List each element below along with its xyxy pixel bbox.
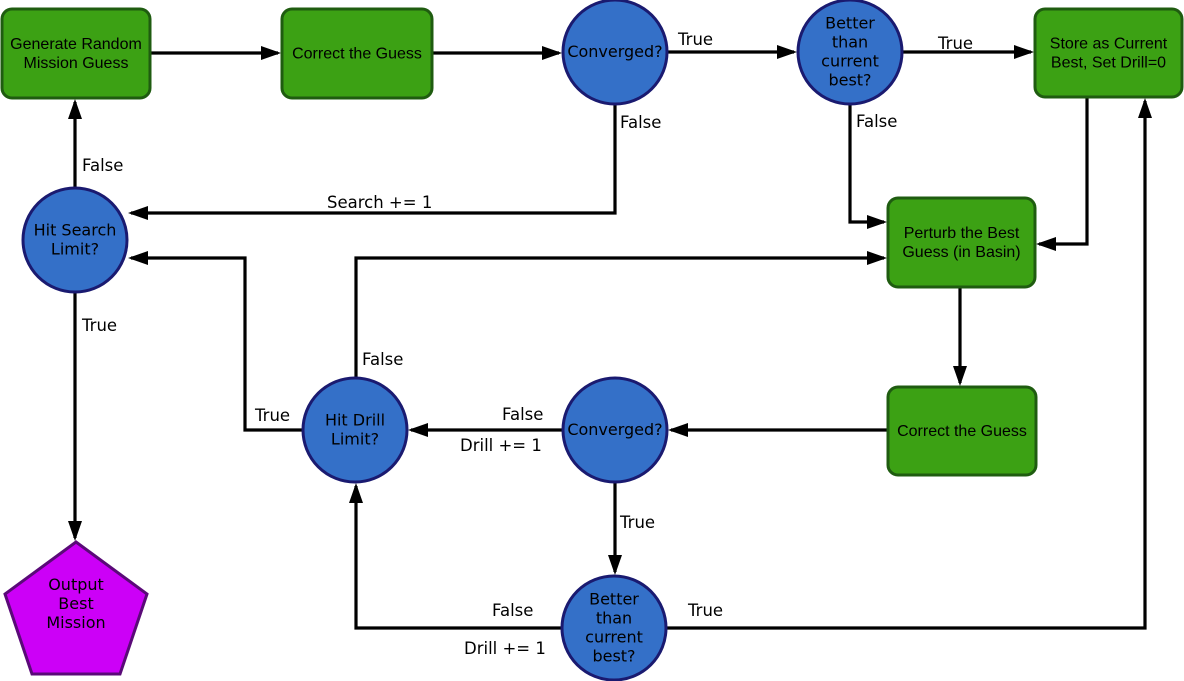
node-label-line: best? (592, 647, 635, 666)
decision-circle-better-than-current-best-top (796, 0, 904, 106)
node-correct-the-guess-top: Correct the Guess (280, 7, 434, 100)
edge-better-false-to-perturb (848, 104, 887, 229)
decision-circle-converged-top (561, 0, 669, 106)
edge-label-false-converged-bottom: False (502, 405, 543, 424)
node-label-line: than (596, 609, 632, 628)
edge-label-false-hit-search: False (82, 156, 123, 175)
node-label-line: Store as Current (1050, 36, 1168, 53)
node-label-correct-the-guess-bottom: Correct the Guess (897, 423, 1027, 440)
edge-label-true-hit-search: True (81, 316, 117, 335)
process-box-perturb-the-best-guess (886, 196, 1037, 289)
node-label-line: Correct the Guess (897, 423, 1027, 440)
edge-hit-drill-true-to-hit-search (128, 251, 303, 432)
node-label-line: Correct the Guess (292, 46, 422, 63)
edge-store-down-to-perturb (1036, 97, 1089, 251)
node-correct-the-guess-bottom: Correct the Guess (886, 385, 1038, 477)
node-label-line: Generate Random (10, 36, 142, 53)
node-label-line: Mission Guess (24, 55, 129, 72)
edge-label-false-hit-drill: False (362, 350, 403, 369)
node-label-line: Hit Drill (325, 411, 385, 430)
node-label-line: Hit Search (34, 221, 117, 240)
edge-better-bottom-true-to-store (666, 98, 1152, 630)
edges-layer (68, 45, 1152, 630)
terminal-pentagon-output-best-mission (3, 540, 149, 676)
edge-converged-false-to-hit-search (128, 104, 617, 220)
node-label-line: Mission (46, 613, 105, 632)
node-label-line: Perturb the Best (904, 225, 1020, 242)
process-box-correct-the-guess-bottom (886, 385, 1038, 477)
edge-label-true-converged-bottom: True (619, 513, 655, 532)
node-label-line: Better (589, 590, 639, 609)
edge-label-true-better-bottom: True (687, 601, 723, 620)
process-box-store-as-current-best (1033, 7, 1184, 99)
edge-better-bottom-false-to-hit-drill (349, 483, 562, 630)
node-label-line: Limit? (51, 240, 99, 259)
decision-circle-hit-drill-limit (301, 376, 409, 484)
node-label-line: Output (48, 575, 104, 594)
node-label-converged-bottom: Converged? (567, 420, 662, 439)
node-converged-bottom: Converged? (561, 376, 669, 484)
node-converged-top: Converged? (561, 0, 669, 106)
edge-label-true-converged-top: True (677, 30, 713, 49)
edge-label-false-better-top: False (856, 112, 897, 131)
edge-label-drill-increment-1: Drill += 1 (460, 436, 542, 455)
edge-label-false-converged-top: False (620, 113, 661, 132)
node-label-line: Limit? (331, 430, 379, 449)
edge-label-false-better-bottom: False (492, 601, 533, 620)
node-label-line: current (585, 628, 643, 647)
node-label-converged-top: Converged? (567, 42, 662, 61)
node-label-line: best? (828, 71, 871, 90)
node-label-line: Guess (in Basin) (902, 244, 1020, 261)
node-label-line: current (821, 52, 879, 71)
node-label-line: Better (825, 14, 875, 33)
node-label-line: Best, Set Drill=0 (1051, 55, 1166, 72)
edge-label-true-hit-drill: True (254, 406, 290, 425)
edge-label-true-better-top: True (937, 34, 973, 53)
node-label-line: Converged? (567, 420, 662, 439)
edge-hit-drill-false-to-perturb (354, 251, 887, 378)
edge-label-search-increment: Search += 1 (327, 193, 432, 212)
node-label-correct-the-guess-top: Correct the Guess (292, 46, 422, 63)
process-box-correct-the-guess-top (280, 7, 434, 100)
decision-circle-hit-search-limit (21, 186, 129, 294)
node-label-line: Converged? (567, 42, 662, 61)
decision-circle-converged-bottom (561, 376, 669, 484)
decision-circle-better-than-current-best-bottom (560, 574, 668, 681)
process-box-generate-random-mission-guess (0, 7, 152, 100)
node-label-line: than (832, 33, 868, 52)
node-label-line: Best (58, 594, 93, 613)
edge-label-drill-increment-2: Drill += 1 (464, 639, 546, 658)
